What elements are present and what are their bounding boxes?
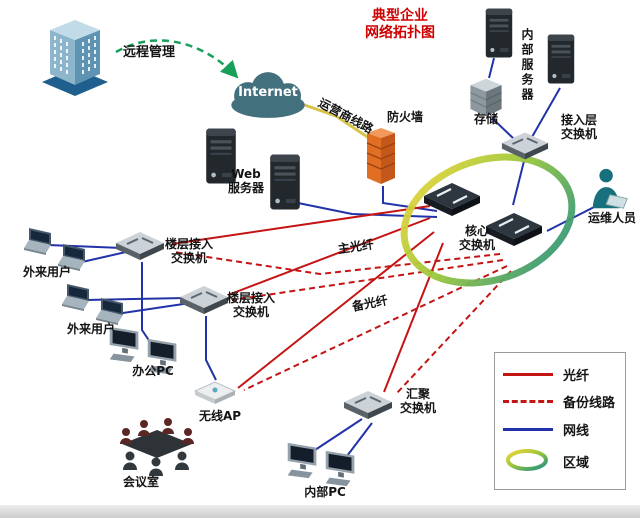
access-switch-label-l1: 接入层 [560,113,597,127]
wireless-ap-icon [192,376,238,406]
core-switch-label-l1: 核心 [464,224,489,238]
edge-internet-firewall-carrier [295,100,379,146]
external-users1-label: 外来用户 [22,265,71,279]
ops-person-icon [586,166,632,214]
floor-switch2-label-l1: 楼层接入 [226,291,275,305]
aggregation-switch-label: 汇聚 交换机 [394,387,442,415]
floor-switch2-label-l2: 交换机 [232,305,269,319]
meeting-room-icon [110,410,204,476]
access-switch-label: 接入层 交换机 [552,113,606,141]
web-server-label: Web 服务器 [218,167,274,195]
edge-laptop1b-floorswitch1 [81,251,127,263]
diagram-title-line2: 网络拓扑图 [365,25,435,41]
edge-core-ap-fiber [237,231,435,389]
internet-label: Internet [238,85,298,100]
internal-pc-label: 内部PC [304,485,346,499]
core-switch-icon-1 [422,176,482,220]
edge-aggregation-internalpc2 [346,422,373,457]
edge-core-floorswitch1-backup [173,251,501,276]
access-switch-icon [500,126,550,162]
legend-item-lan: 网线 [503,420,617,439]
web-server-label-l1: Web [231,167,261,181]
aggregation-switch-label-l2: 交换机 [399,401,436,415]
legend-label-fiber: 光纤 [563,369,590,385]
floor-switch1-label-l1: 楼层接入 [164,237,213,251]
diagram-title-line1: 典型企业 [372,8,428,24]
edge-floorswitch1-officepc [141,262,151,343]
building-icon [34,8,116,100]
edge-laptop2b-floorswitch2 [115,302,191,315]
diagram-title: 典型企业 网络拓扑图 [350,8,450,42]
internal-server-label: 内部服务器 [520,27,534,103]
legend-item-fiber: 光纤 [503,365,617,384]
external-users2-label: 外来用户 [66,322,115,336]
edge-internalserver2-accessswitch [531,87,561,138]
storage-label: 存储 [473,112,498,126]
edge-laptop1a-floorswitch1 [47,244,123,249]
legend-label-zone: 区域 [563,456,590,472]
floor-switch1-label: 楼层接入 交换机 [160,237,218,265]
edge-core-floorswitch1-fiber [171,205,431,245]
edge-core-aggregation-fiber [383,242,444,393]
bottom-bar [0,505,640,518]
core-switch-label-l2: 交换机 [458,238,495,252]
edge-building-internet-remote [115,39,239,79]
edge-core-floorswitch2-fiber [227,217,431,296]
internal-server-icon-1 [482,6,516,60]
web-server-label-l2: 服务器 [227,181,264,195]
zone-ring [400,153,576,287]
floor-switch2-label: 楼层接入 交换机 [222,291,280,319]
legend-item-backup: 备份线路 [503,392,617,411]
edge-internalserver1-storage [488,57,495,79]
edge-aggregation-internalpc1 [311,418,363,453]
edge-accessswitch-core [512,160,525,206]
edge-floorswitch2-ap [205,316,217,381]
meeting-room-label: 会议室 [122,475,159,489]
ops-label: 运维人员 [587,211,636,225]
edge-core-aggregation-backup [395,270,512,395]
edge-core-floorswitch2-backup [231,259,504,301]
access-switch-label-l2: 交换机 [560,127,597,141]
internal-pc-icon-1 [284,440,322,482]
office-pc-label: 办公PC [132,364,174,378]
legend-label-lan: 网线 [563,423,590,439]
floor-switch-icon-1 [114,226,166,262]
legend-item-zone: 区域 [503,447,617,477]
fiber-line-sample [503,373,553,377]
edge-storage-accessswitch [491,117,515,140]
internal-pc-icon-2 [322,448,360,490]
aggregation-switch-label-l1: 汇聚 [405,387,430,401]
zone-ring-sample [503,447,553,477]
remote-management-label: 远程管理 [122,45,175,60]
floor-switch1-label-l2: 交换机 [170,251,207,265]
legend-label-backup: 备份线路 [563,396,616,412]
firewall-label: 防火墙 [386,110,423,124]
aggregation-switch-icon [342,384,394,422]
core-switch-label: 核心 交换机 [450,224,504,252]
edge-core-ap-backup [243,265,508,391]
wireless-ap-label: 无线AP [198,409,242,423]
backup-line-sample [503,400,553,404]
internal-server-icon-2 [544,32,578,86]
legend: 光纤 备份线路 网线 区域 [494,352,626,490]
lan-line-sample [503,427,553,431]
